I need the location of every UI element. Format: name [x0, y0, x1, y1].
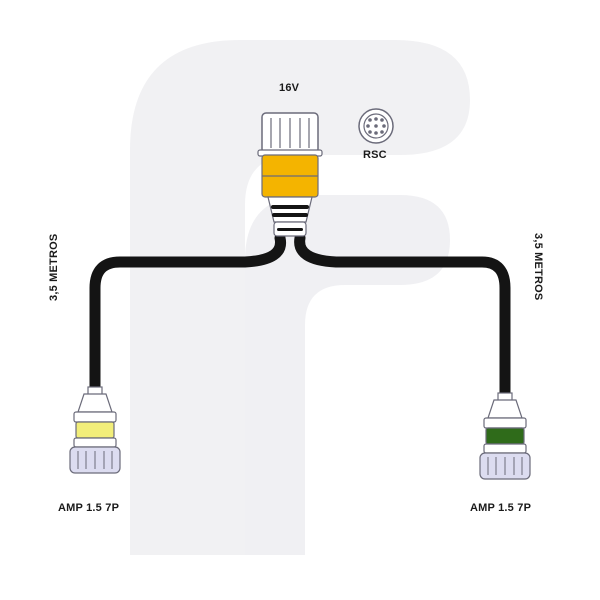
left-connector-band — [75, 421, 115, 439]
rsc-socket-icon — [358, 108, 394, 144]
cable-left — [89, 232, 287, 398]
cable-harness — [89, 232, 511, 404]
length-label-right: 3,5 METROS — [532, 233, 544, 301]
right-connector-band — [485, 427, 525, 445]
main-connector-boot — [267, 196, 313, 223]
right-amp-connector — [479, 392, 531, 480]
voltage-label: 16V — [279, 82, 300, 94]
connector-label-right: AMP 1.5 7P — [470, 502, 532, 514]
cable-right — [294, 232, 511, 404]
left-amp-connector — [69, 386, 121, 474]
socket-label: RSC — [363, 149, 387, 161]
watermark-letter-bottom — [245, 195, 450, 555]
main-connector-16v — [257, 112, 323, 237]
logo-watermark — [130, 40, 470, 555]
length-label-left: 3,5 METROS — [48, 233, 60, 301]
watermark-letter-top — [130, 40, 470, 555]
connector-label-left: AMP 1.5 7P — [58, 502, 120, 514]
